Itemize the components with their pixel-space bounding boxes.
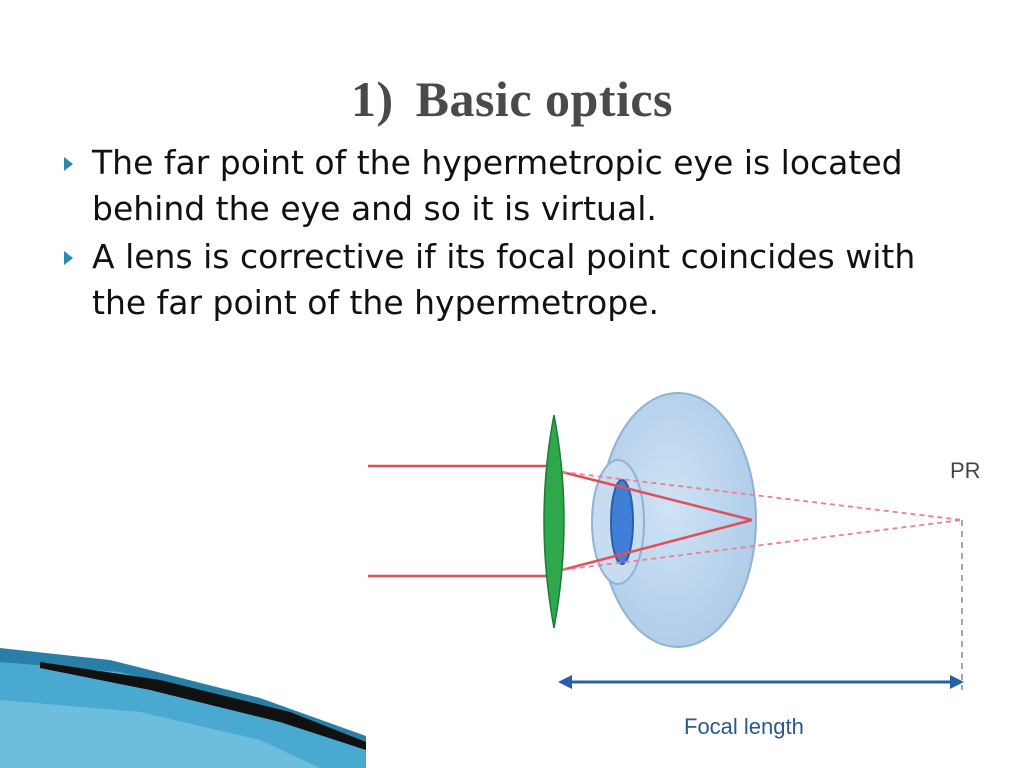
bullet-arrow-icon [64, 251, 73, 265]
corrective-lens [543, 414, 565, 629]
bullet-text: A lens is corrective if its focal point … [92, 237, 916, 322]
refracted-ray-top [561, 470, 753, 522]
slide-title: 1) Basic optics [0, 70, 1024, 128]
pr-label: PR [950, 458, 981, 483]
focal-arrow-left-head [558, 675, 572, 689]
crystalline-lens [610, 479, 634, 565]
refracted-ray-bottom [561, 518, 753, 572]
bullet-item: A lens is corrective if its focal point … [62, 234, 962, 326]
title-text: Basic optics [415, 71, 674, 127]
bullet-text: The far point of the hypermetropic eye i… [92, 143, 903, 228]
virtual-ray-top [561, 471, 963, 521]
bullet-item: The far point of the hypermetropic eye i… [62, 140, 962, 232]
title-number: 1) [350, 71, 394, 127]
focal-arrow-right-head [950, 675, 964, 689]
bullet-arrow-icon [64, 157, 73, 171]
focal-length-label: Focal length [684, 714, 804, 739]
optics-diagram: PR Focal length [368, 392, 981, 739]
virtual-ray-bottom [561, 519, 963, 571]
bullet-list: The far point of the hypermetropic eye i… [62, 140, 962, 328]
